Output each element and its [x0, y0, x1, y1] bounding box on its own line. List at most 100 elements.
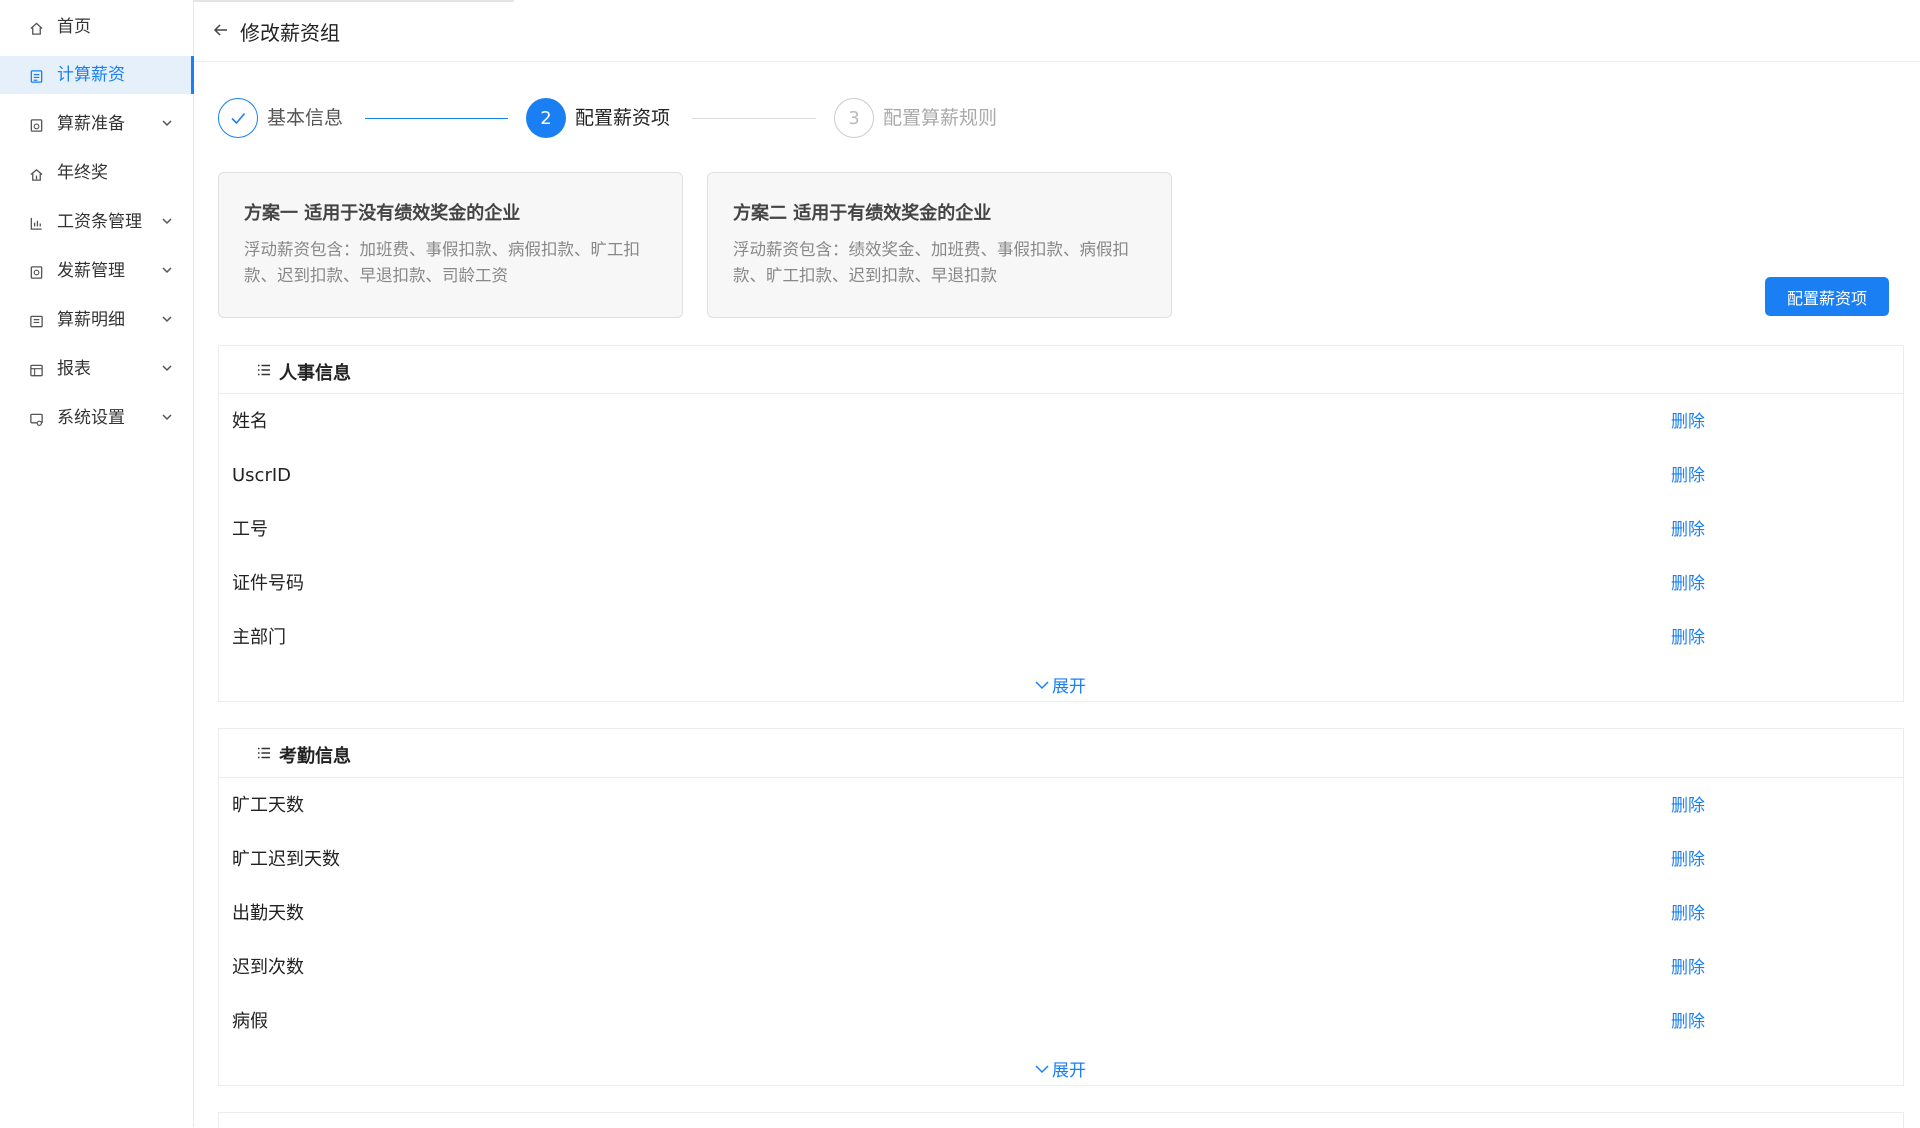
- plan-description: 浮动薪资包含：绩效奖金、加班费、事假扣款、病假扣款、旷工扣款、迟到扣款、早退扣款: [733, 240, 1129, 285]
- table-row: 旷工天数 删除: [219, 779, 1903, 833]
- chevron-down-icon: [162, 267, 172, 274]
- sidebar-item-label: 发薪管理: [57, 261, 125, 281]
- chevron-down-icon: [162, 316, 172, 323]
- check-icon: [231, 112, 246, 125]
- prepare-icon: [28, 117, 44, 133]
- payslip-icon: [28, 215, 44, 231]
- row-label: 旷工天数: [232, 795, 304, 816]
- list-icon: [258, 364, 270, 376]
- section-attendance-info: 考勤信息 旷工天数 删除 旷工迟到天数 删除 出勤天数 删除 迟到次数 删除 病…: [218, 728, 1904, 1086]
- sidebar-item-label: 计算薪资: [57, 65, 125, 85]
- section-next-partial: [218, 1112, 1904, 1128]
- sidebar-item-payout[interactable]: 发薪管理: [0, 252, 193, 290]
- sidebar-item-label: 报表: [57, 359, 91, 379]
- delete-link[interactable]: 删除: [1671, 850, 1705, 870]
- chevron-down-icon: [162, 218, 172, 225]
- salary-calc-icon: [28, 68, 44, 84]
- table-row: UscrID 删除: [219, 449, 1903, 503]
- plan-card-1[interactable]: 方案一 适用于没有绩效奖金的企业 浮动薪资包含：加班费、事假扣款、病假扣款、旷工…: [218, 172, 683, 318]
- step-3-circle: 3: [834, 98, 874, 138]
- sidebar-item-payslip[interactable]: 工资条管理: [0, 203, 193, 241]
- step-1-label: 基本信息: [267, 107, 344, 129]
- chevron-down-icon: [162, 120, 172, 127]
- row-label: 出勤天数: [232, 903, 304, 924]
- config-salary-items-button[interactable]: 配置薪资项: [1765, 277, 1889, 316]
- table-row: 出勤天数 删除: [219, 887, 1903, 941]
- chevron-down-icon: [1035, 680, 1049, 689]
- plan-title: 方案二 适用于有绩效奖金的企业: [733, 203, 992, 224]
- step-2-circle: 2: [526, 98, 566, 138]
- expand-toggle[interactable]: 展开: [1034, 1056, 1086, 1081]
- bonus-icon: [28, 166, 44, 182]
- table-row: 证件号码 删除: [219, 557, 1903, 611]
- row-label: 证件号码: [232, 573, 304, 594]
- row-label: 主部门: [232, 627, 286, 648]
- sidebar-item-home[interactable]: 首页: [0, 8, 193, 46]
- expand-toggle[interactable]: 展开: [1034, 672, 1086, 697]
- plan-card-2[interactable]: 方案二 适用于有绩效奖金的企业 浮动薪资包含：绩效奖金、加班费、事假扣款、病假扣…: [707, 172, 1172, 318]
- sidebar-item-detail[interactable]: 算薪明细: [0, 301, 193, 339]
- delete-link[interactable]: 删除: [1671, 466, 1705, 486]
- delete-link[interactable]: 删除: [1671, 412, 1705, 432]
- delete-link[interactable]: 删除: [1671, 1012, 1705, 1032]
- report-icon: [28, 362, 44, 378]
- sidebar-item-label: 年终奖: [57, 163, 108, 183]
- step-1-circle: [218, 98, 258, 138]
- chevron-down-icon: [1035, 1064, 1049, 1073]
- table-row: 工号 删除: [219, 503, 1903, 557]
- delete-link[interactable]: 删除: [1671, 958, 1705, 978]
- plan-title: 方案一 适用于没有绩效奖金的企业: [244, 203, 521, 224]
- expand-label: 展开: [1052, 677, 1086, 697]
- step-3-number: 3: [848, 107, 860, 129]
- chevron-down-icon: [162, 414, 172, 421]
- table-row: 姓名 删除: [219, 395, 1903, 449]
- step-connector: [365, 118, 508, 119]
- sidebar-item-label: 系统设置: [57, 408, 125, 428]
- delete-link[interactable]: 删除: [1671, 796, 1705, 816]
- detail-icon: [28, 313, 44, 329]
- sidebar-item-label: 首页: [57, 17, 91, 37]
- settings-icon: [28, 411, 44, 427]
- section-title: 考勤信息: [279, 746, 351, 767]
- sidebar-item-bonus[interactable]: 年终奖: [0, 154, 193, 192]
- section-header: 人事信息: [219, 346, 1903, 394]
- step-2-number: 2: [540, 107, 552, 129]
- step-connector: [692, 118, 816, 119]
- plan-description: 浮动薪资包含：加班费、事假扣款、病假扣款、旷工扣款、迟到扣款、早退扣款、司龄工资: [244, 240, 640, 285]
- home-icon: [28, 20, 44, 36]
- sidebar-item-label: 算薪明细: [57, 310, 125, 330]
- page-header: 修改薪资组: [194, 0, 1920, 62]
- chevron-down-icon: [162, 365, 172, 372]
- payout-icon: [28, 264, 44, 280]
- section-title: 人事信息: [279, 363, 351, 384]
- list-icon: [258, 747, 270, 759]
- sidebar-item-report[interactable]: 报表: [0, 350, 193, 388]
- back-arrow-icon[interactable]: [212, 21, 230, 39]
- sidebar: 首页 计算薪资 算薪准备 年终奖 工资条管理 发薪管理: [0, 0, 194, 1127]
- sidebar-item-label: 算薪准备: [57, 114, 125, 134]
- row-label: 病假: [232, 1011, 268, 1032]
- row-label: 姓名: [232, 411, 268, 432]
- section-personnel-info: 人事信息 姓名 删除 UscrID 删除 工号 删除 证件号码 删除 主部门 删…: [218, 345, 1904, 702]
- sidebar-item-prepare[interactable]: 算薪准备: [0, 105, 193, 143]
- section-header: 考勤信息: [219, 729, 1903, 778]
- table-row: 迟到次数 删除: [219, 941, 1903, 995]
- row-label: 迟到次数: [232, 957, 304, 978]
- table-row: 病假 删除: [219, 995, 1903, 1049]
- table-row: 主部门 删除: [219, 611, 1903, 665]
- expand-label: 展开: [1052, 1061, 1086, 1081]
- step-2-label: 配置薪资项: [575, 107, 671, 129]
- row-label: UscrID: [232, 465, 292, 486]
- sidebar-item-label: 工资条管理: [57, 212, 142, 232]
- delete-link[interactable]: 删除: [1671, 520, 1705, 540]
- delete-link[interactable]: 删除: [1671, 574, 1705, 594]
- step-3-label: 配置算薪规则: [883, 107, 998, 129]
- delete-link[interactable]: 删除: [1671, 904, 1705, 924]
- header-top-divider: [194, 0, 514, 2]
- page-title: 修改薪资组: [240, 21, 340, 45]
- sidebar-item-settings[interactable]: 系统设置: [0, 399, 193, 437]
- sidebar-item-salary-calc[interactable]: 计算薪资: [0, 56, 194, 94]
- table-row: 旷工迟到天数 删除: [219, 833, 1903, 887]
- delete-link[interactable]: 删除: [1671, 628, 1705, 648]
- row-label: 工号: [232, 519, 268, 540]
